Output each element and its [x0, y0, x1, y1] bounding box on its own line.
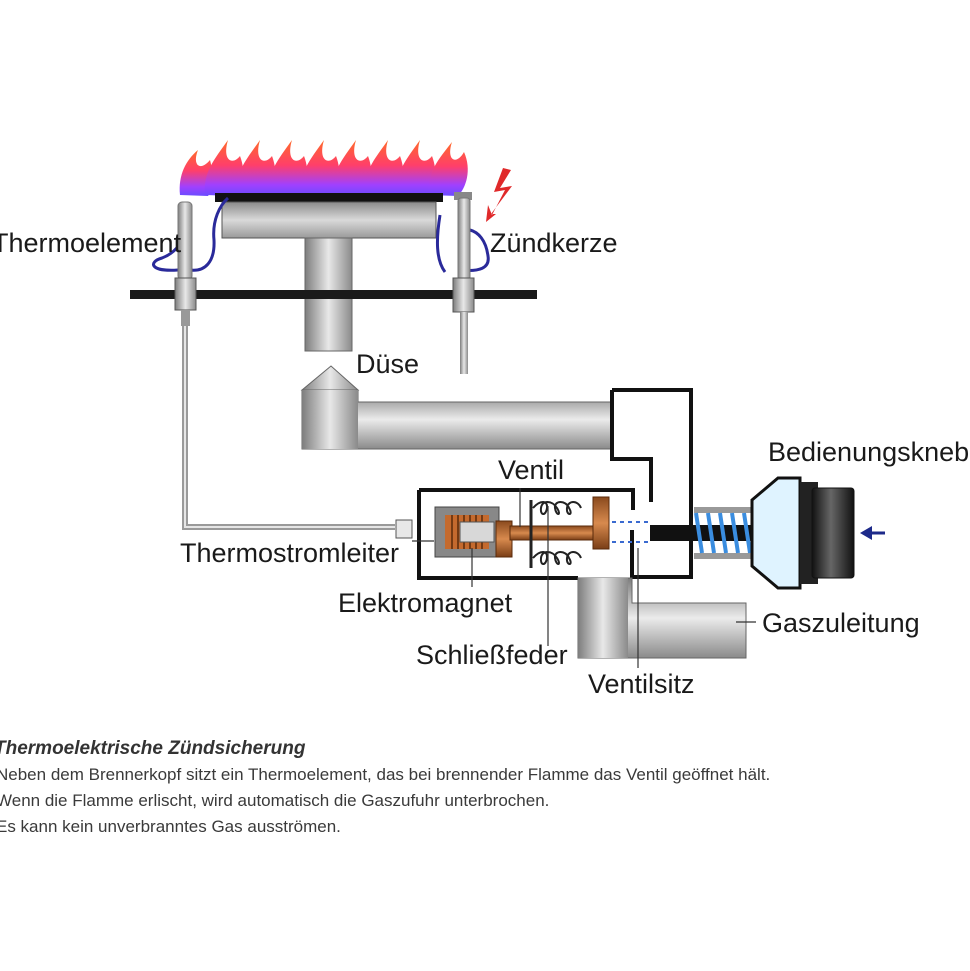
label-duese: Düse: [356, 349, 419, 379]
valve-body: [417, 388, 693, 580]
valve-stem: [495, 496, 610, 558]
valve-seat-dashes: [612, 521, 648, 543]
gas-supply-pipe: [577, 577, 747, 659]
electromagnet: [395, 506, 500, 558]
burner-head: [215, 193, 443, 352]
mounting-bar: [130, 290, 537, 299]
label-thermoelement: Thermoelement: [0, 228, 182, 258]
flame-row: [179, 140, 468, 196]
thermoelement: [152, 196, 395, 530]
caption-line-2: Wenn die Flamme erlischt, wird automatis…: [0, 791, 550, 810]
label-bedienungsknebel: Bedienungsknebel: [768, 437, 970, 467]
caption-line-3: Es kann kein unverbranntes Gas ausströme…: [0, 817, 341, 836]
spark-icon: [486, 168, 512, 222]
push-arrow-icon: [860, 526, 885, 540]
closing-spring: [529, 500, 582, 568]
spark-plug: [435, 192, 490, 374]
label-ventil: Ventil: [498, 455, 564, 485]
label-ventilsitz: Ventilsitz: [588, 669, 695, 699]
leader-lines: [412, 488, 756, 668]
knob-shaft: [650, 507, 760, 559]
label-elektromagnet: Elektromagnet: [338, 588, 513, 618]
gas-pipe-upper: [300, 365, 613, 450]
label-zuendkerze: Zündkerze: [490, 228, 618, 258]
caption-title: Thermoelektrische Zündsicherung: [0, 738, 306, 759]
label-thermostromleiter: Thermostromleiter: [180, 538, 399, 568]
label-schliessfeder: Schließfeder: [416, 640, 568, 670]
control-knob: [750, 476, 855, 590]
label-gaszuleitung: Gaszuleitung: [762, 608, 920, 638]
caption-line-1: Neben dem Brennerkopf sitzt ein Thermoel…: [0, 765, 771, 784]
